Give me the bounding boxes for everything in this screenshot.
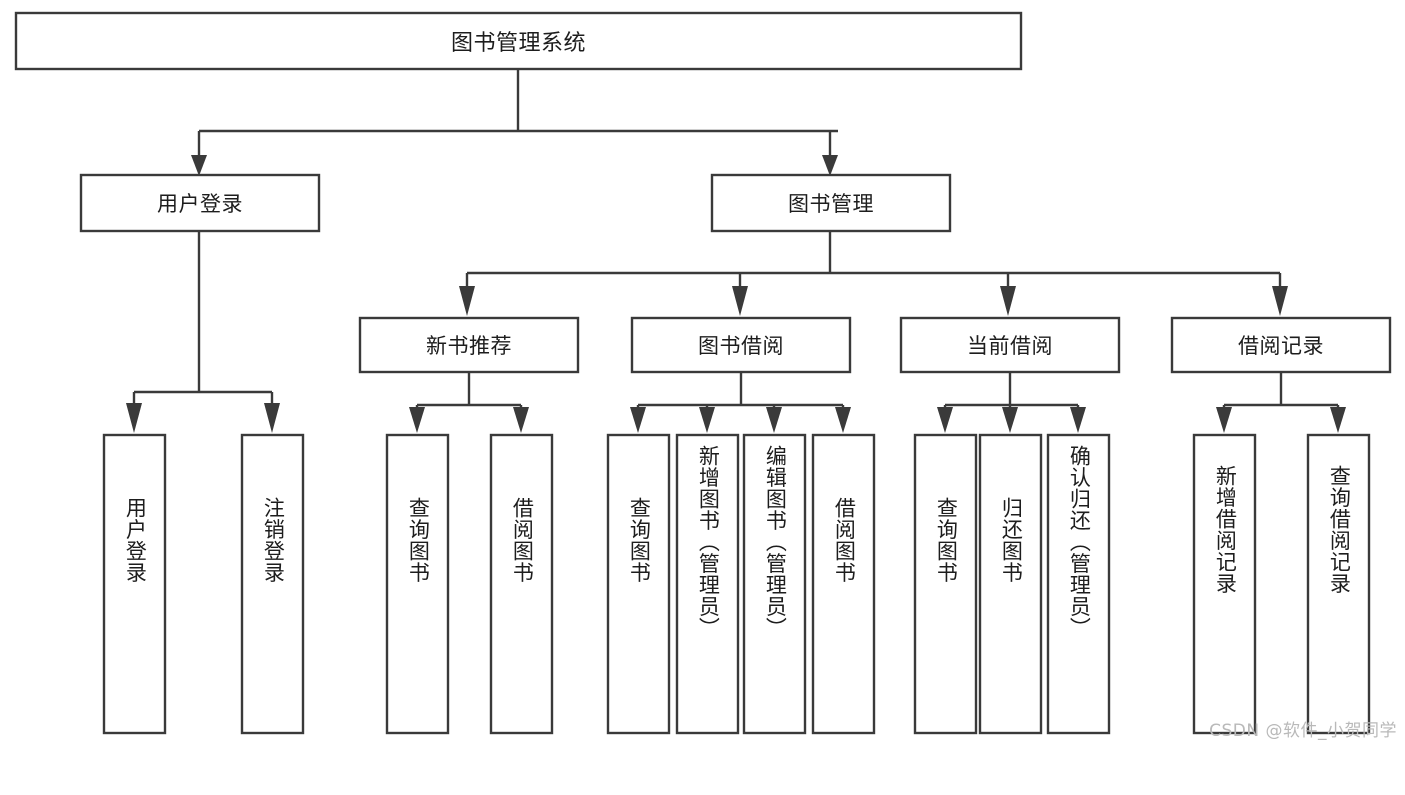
arrow-head-new-book-recommend bbox=[459, 286, 475, 316]
node-box-root[interactable] bbox=[14, 11, 1023, 71]
flowchart-diagram: 图书管理系统 用户登录 图书管理 新书推荐 图书借阅 当前借阅 借阅记录 用户登… bbox=[14, 11, 1397, 741]
arrow-head-leaf-edit-book bbox=[766, 407, 782, 433]
arrow-head-leaf-borrow-book-1 bbox=[513, 407, 529, 433]
node-box-leaf-add-book[interactable] bbox=[675, 433, 740, 735]
arrow-head-leaf-query-record bbox=[1330, 407, 1346, 433]
node-box-book-borrow[interactable] bbox=[630, 316, 852, 374]
arrow-head-borrow-record bbox=[1272, 286, 1288, 316]
node-box-leaf-borrow-book-1[interactable] bbox=[489, 433, 554, 735]
node-box-leaf-logout[interactable] bbox=[240, 433, 305, 735]
node-box-leaf-query-record[interactable] bbox=[1306, 433, 1371, 735]
node-box-leaf-add-record[interactable] bbox=[1192, 433, 1257, 735]
flowchart-canvas bbox=[14, 11, 1392, 735]
arrow-head-leaf-return-book bbox=[1002, 407, 1018, 433]
arrow-head-leaf-add-book bbox=[699, 407, 715, 433]
arrow-head-current-borrow bbox=[1000, 286, 1016, 316]
node-box-user-login[interactable] bbox=[79, 173, 321, 233]
node-box-leaf-edit-book[interactable] bbox=[742, 433, 807, 735]
node-box-new-book-recommend[interactable] bbox=[358, 316, 580, 374]
arrow-head-userlogin bbox=[191, 155, 207, 176]
arrow-head-leaf-add-record bbox=[1216, 407, 1232, 433]
node-box-leaf-query-book-1[interactable] bbox=[385, 433, 450, 735]
arrow-head-bookmanage bbox=[822, 155, 838, 176]
arrow-head-leaf-confirm-return bbox=[1070, 407, 1086, 433]
node-box-leaf-query-book-2[interactable] bbox=[606, 433, 671, 735]
node-box-borrow-record[interactable] bbox=[1170, 316, 1392, 374]
arrow-head-leaf-query-book-1 bbox=[409, 407, 425, 433]
node-box-leaf-confirm-return[interactable] bbox=[1046, 433, 1111, 735]
arrow-head-leaf-query-book-3 bbox=[937, 407, 953, 433]
node-box-leaf-return-book[interactable] bbox=[978, 433, 1043, 735]
node-box-leaf-query-book-3[interactable] bbox=[913, 433, 978, 735]
node-box-leaf-user-login[interactable] bbox=[102, 433, 167, 735]
arrow-head-leaf-query-book-2 bbox=[630, 407, 646, 433]
node-box-book-manage[interactable] bbox=[710, 173, 952, 233]
arrow-head-book-borrow bbox=[732, 286, 748, 316]
arrow-head-leaf-logout bbox=[264, 403, 280, 433]
arrow-head-leaf-borrow-book-2 bbox=[835, 407, 851, 433]
node-box-current-borrow[interactable] bbox=[899, 316, 1121, 374]
arrow-head-leaf-user-login bbox=[126, 403, 142, 433]
node-box-leaf-borrow-book-2[interactable] bbox=[811, 433, 876, 735]
